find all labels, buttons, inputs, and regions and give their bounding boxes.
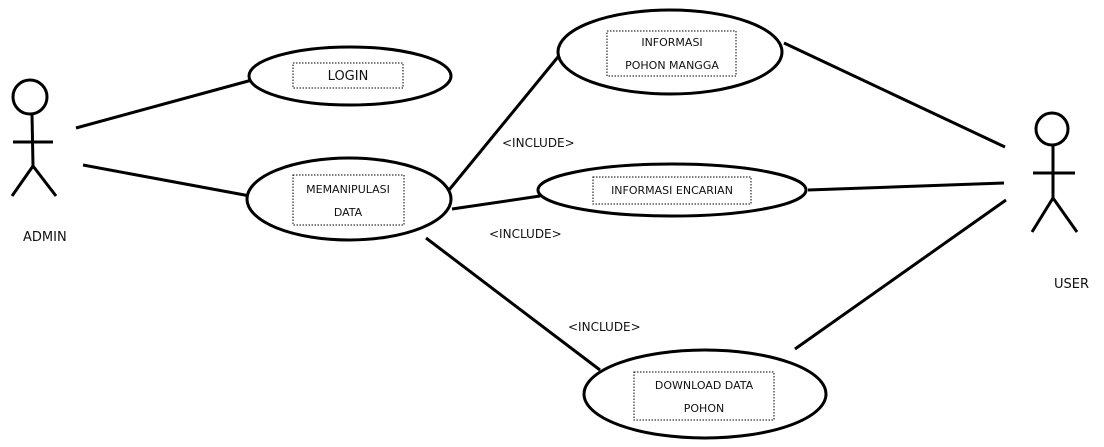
actor-user	[1030, 111, 1079, 233]
use-case-login-ellipse	[247, 45, 453, 107]
use-case-login: LOGIN	[247, 45, 453, 107]
use-case-informasi-encarian: INFORMASI ENCARIAN	[536, 162, 808, 218]
assoc-user-informasi-pohon	[783, 41, 1006, 149]
actor-admin	[10, 78, 58, 197]
actor-admin-right-leg	[31, 165, 58, 197]
include-line-download	[425, 236, 601, 372]
use-case-login-label: LOGIN	[328, 69, 369, 84]
use-case-download-label-box	[633, 371, 775, 421]
use-case-informasi-pohon-label-line2: POHON MANGGA	[625, 59, 719, 72]
actor-admin-label: ADMIN	[23, 230, 67, 245]
include-line-informasi-pohon	[447, 51, 564, 191]
use-case-informasi-pohon-label-box	[606, 30, 737, 77]
actor-user-head	[1034, 111, 1070, 147]
use-case-login-label-box	[292, 62, 404, 89]
actor-admin-body	[30, 113, 35, 167]
actor-user-left-leg	[1030, 197, 1055, 233]
use-case-memanipulasi-ellipse	[245, 156, 453, 242]
use-case-memanipulasi-label-box	[292, 174, 405, 226]
use-case-download-label-line2: POHON	[684, 402, 724, 415]
include-label-informasi-pohon: <INCLUDE>	[502, 136, 575, 150]
assoc-admin-login	[75, 78, 253, 130]
include-label-informasi-encarian: <INCLUDE>	[489, 227, 562, 241]
use-case-memanipulasi-label-line2: DATA	[334, 206, 363, 219]
actor-admin-left-leg	[10, 165, 35, 197]
assoc-admin-memanipulasi	[82, 163, 251, 198]
use-case-informasi-pohon-label-line1: INFORMASI	[641, 36, 702, 49]
use-case-download-data-pohon: DOWNLOAD DATA POHON	[582, 348, 828, 440]
include-line-informasi-encarian	[451, 194, 541, 211]
use-case-informasi-pohon-mangga: INFORMASI POHON MANGGA	[556, 8, 784, 96]
actor-user-label: USER	[1054, 277, 1089, 292]
use-case-memanipulasi-label-line1: MEMANIPULASI	[306, 183, 390, 196]
assoc-user-download	[794, 198, 1007, 351]
use-case-download-label-line1: DOWNLOAD DATA	[655, 379, 754, 392]
use-case-informasi-pohon-ellipse	[556, 8, 784, 96]
assoc-user-informasi-encarian	[807, 181, 1005, 192]
use-case-download-ellipse	[582, 348, 828, 440]
actor-user-right-leg	[1051, 197, 1079, 233]
use-case-memanipulasi-data: MEMANIPULASI DATA	[245, 156, 453, 242]
actor-admin-head	[11, 78, 49, 116]
include-label-download: <INCLUDE>	[568, 320, 641, 334]
use-case-informasi-encarian-label-box	[592, 176, 752, 205]
use-case-informasi-encarian-label: INFORMASI ENCARIAN	[611, 184, 733, 197]
